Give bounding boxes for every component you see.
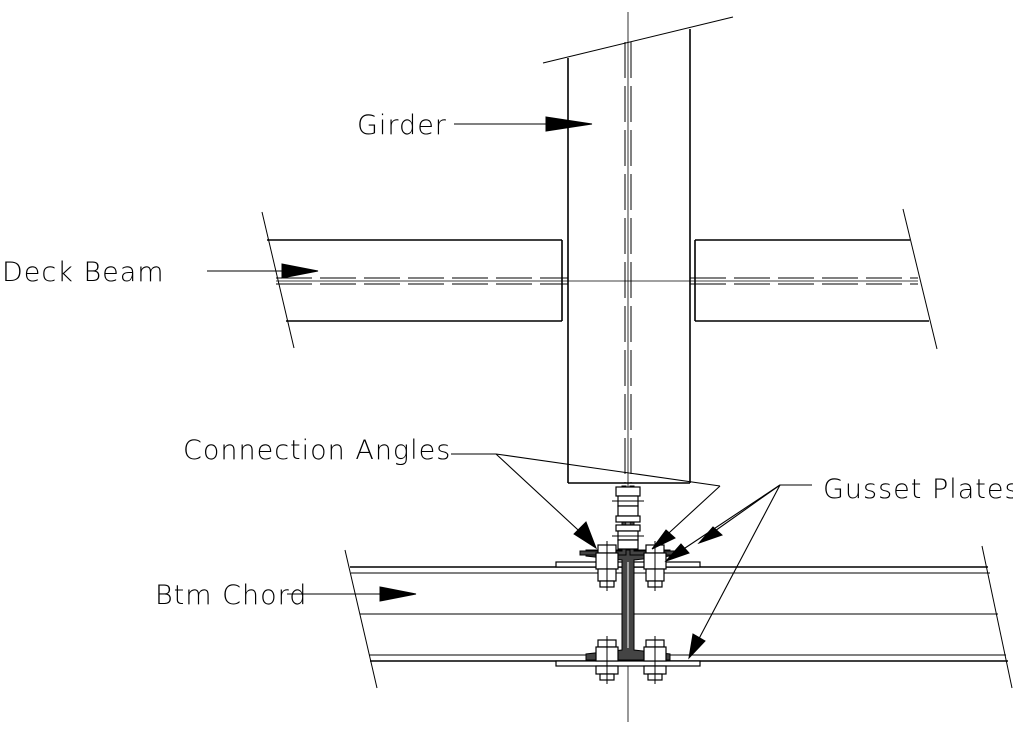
label-deck-beam: Deck Beam (2, 257, 165, 288)
label-girder: Girder (357, 110, 447, 141)
bolt-top-right (643, 541, 667, 591)
girder-break-line (542, 16, 734, 64)
bolt-bottom-left (595, 636, 619, 684)
label-gusset-plates: Gusset Plates (823, 474, 1013, 505)
deck-beam-left-break-line (261, 211, 295, 349)
deck-beam-right-break-line (902, 208, 938, 350)
gusset-plate-bottom (555, 660, 701, 667)
btm-chord-leader (287, 586, 417, 602)
gusset-plates-leader (664, 484, 812, 660)
connection-angles-leader (451, 453, 721, 550)
btm-chord-left-break-line (344, 549, 378, 689)
bolt-bottom-right (643, 636, 667, 684)
girder-leader (454, 116, 593, 132)
connection-angle-left (579, 485, 627, 556)
deck-beam-left (261, 211, 568, 349)
girder-connection-bolts (612, 486, 644, 550)
bolt-top-left (595, 541, 619, 591)
btm-chord-right-break-line (981, 545, 1013, 689)
girder (542, 16, 734, 484)
deck-beam-right (690, 208, 938, 350)
label-connection-angles: Connection Angles (183, 435, 451, 466)
label-btm-chord: Btm Chord (155, 580, 307, 611)
deck-beam-leader (207, 263, 319, 279)
